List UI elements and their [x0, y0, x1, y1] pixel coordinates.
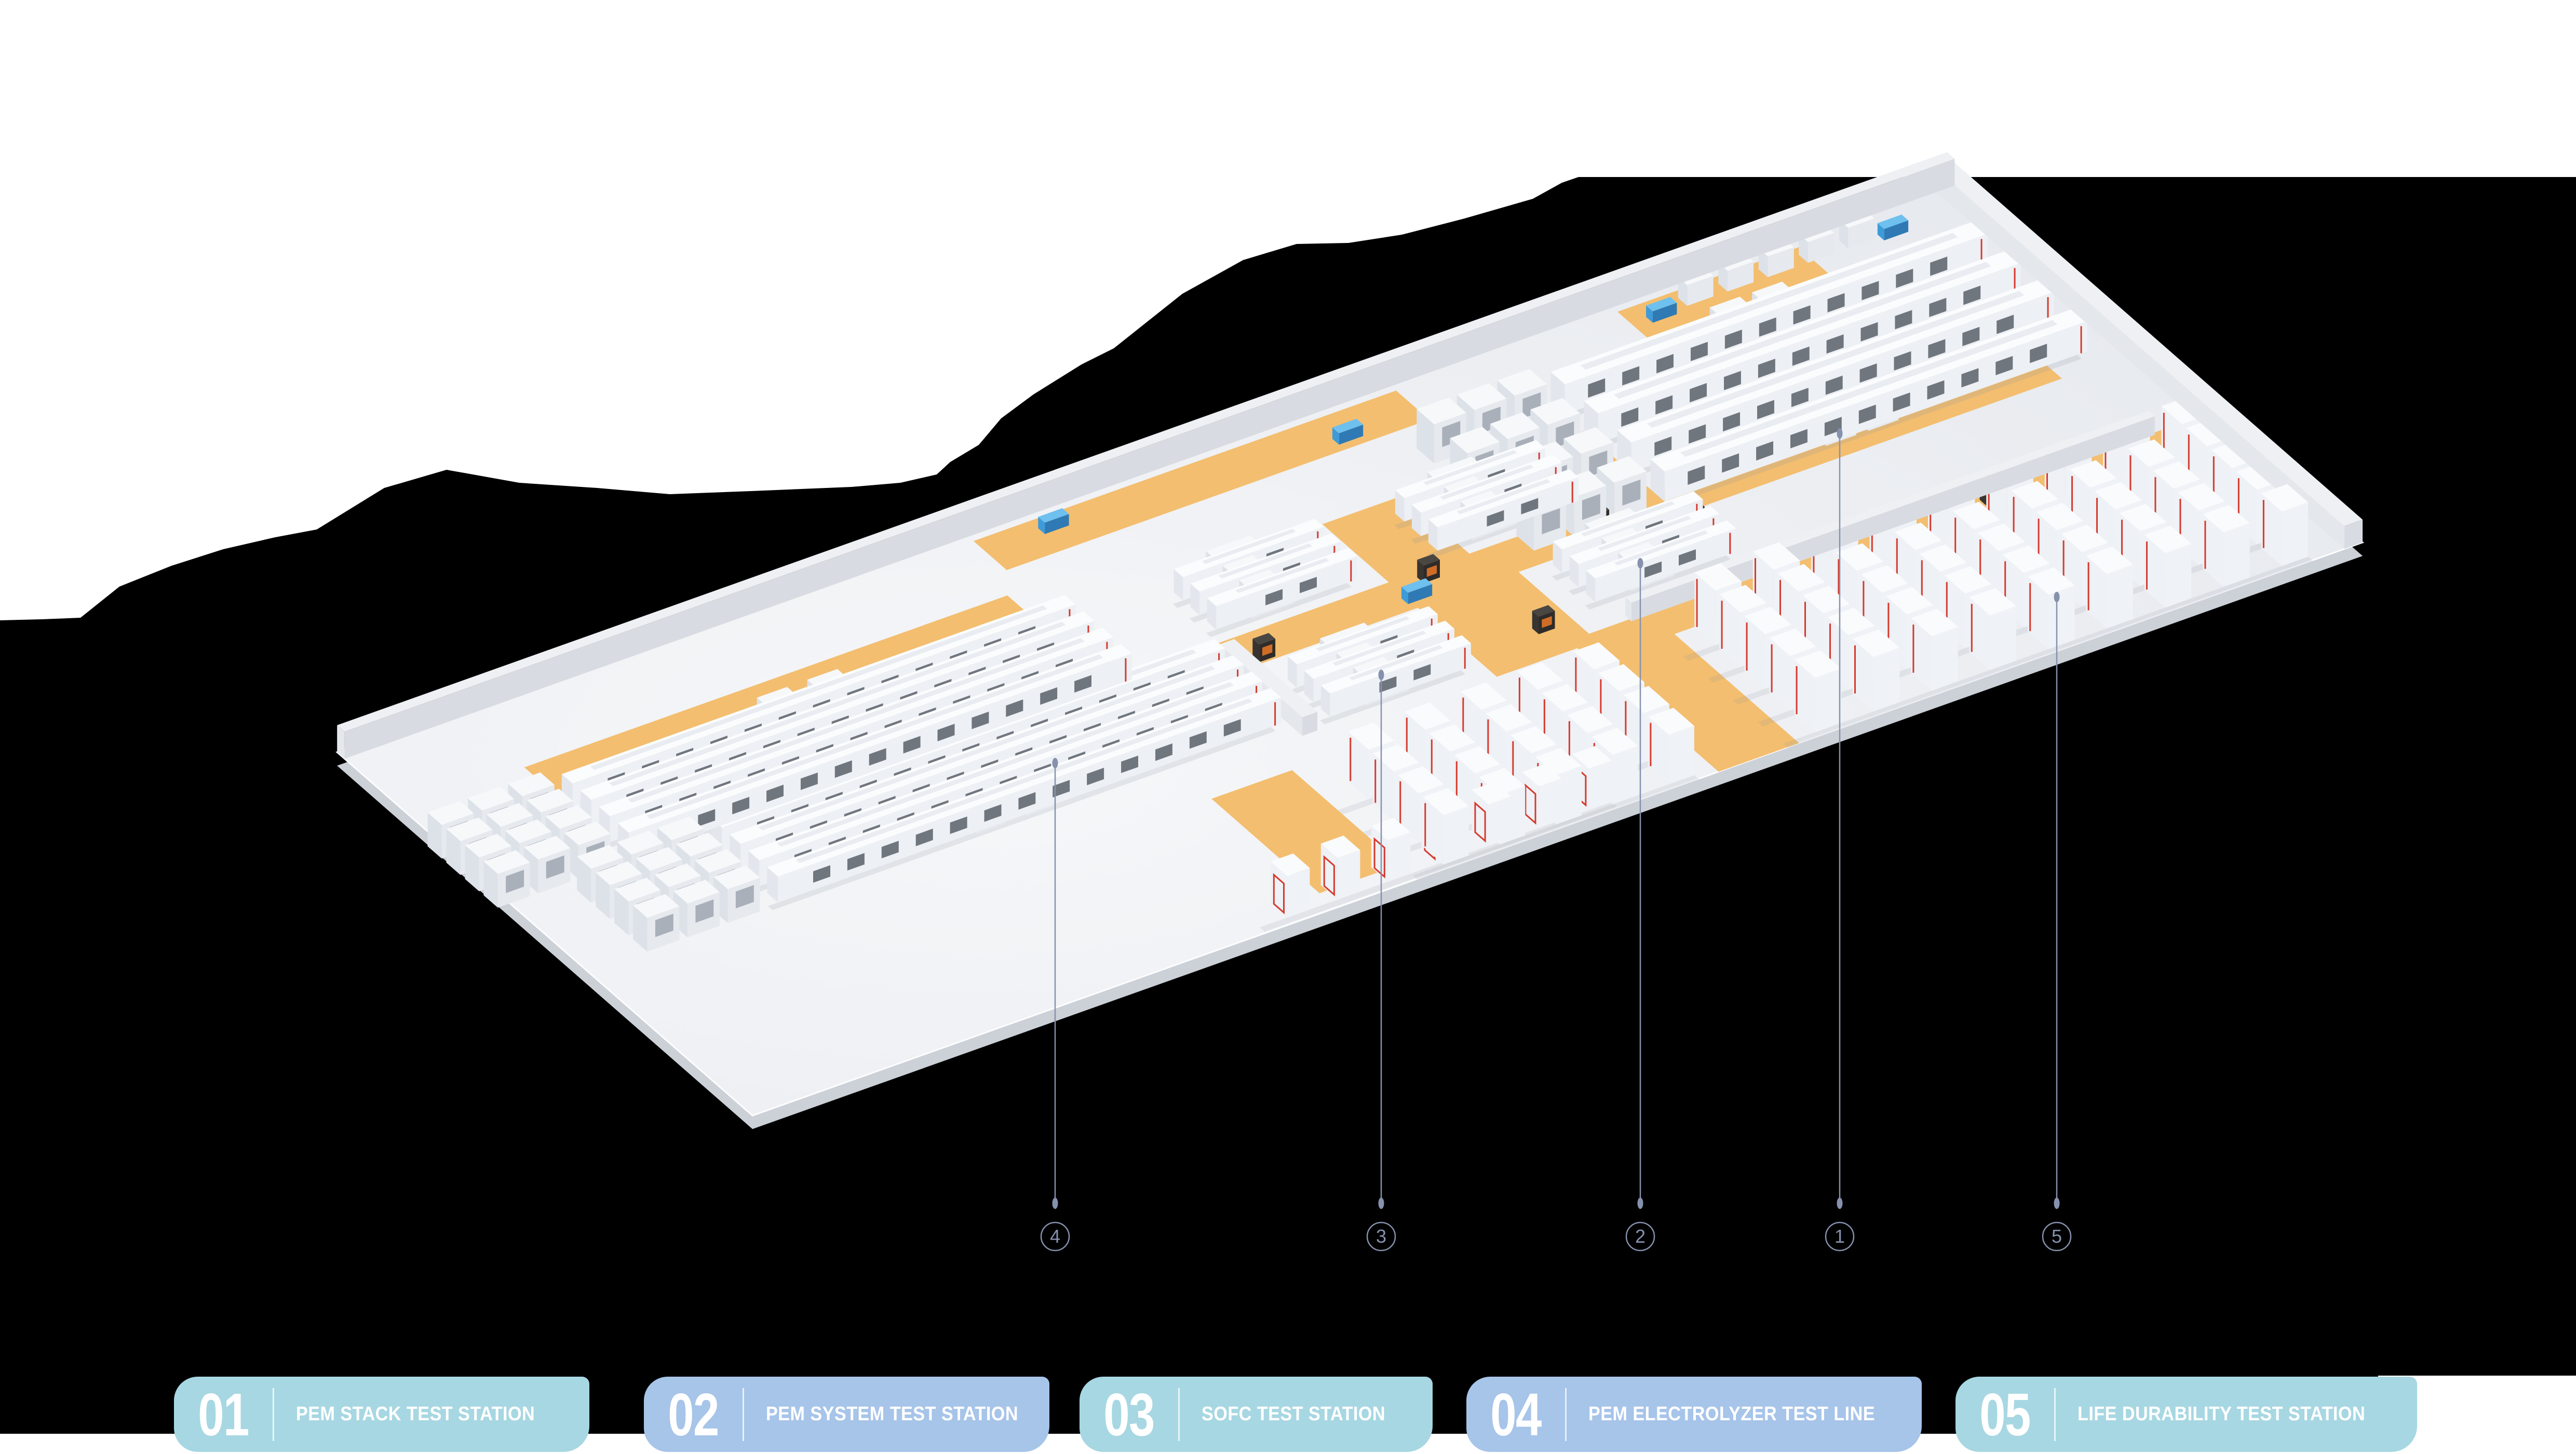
callout-1: 1 — [1825, 428, 1855, 1252]
machines — [337, 152, 2363, 952]
legend-divider — [273, 1388, 274, 1441]
legend-label: PEM STACK TEST STATION — [296, 1403, 535, 1425]
callouts: 4 3 2 1 5 — [1040, 428, 2072, 1252]
legend-divider — [743, 1388, 744, 1441]
legend-label: LIFE DURABILITY TEST STATION — [2078, 1403, 2366, 1425]
callout-number: 5 — [2052, 1226, 2062, 1247]
legend-number: 05 — [1979, 1380, 2031, 1448]
legend-label: PEM SYSTEM TEST STATION — [766, 1403, 1019, 1425]
callout-5: 5 — [2042, 592, 2072, 1252]
legend-item-01: 01 PEM STACK TEST STATION — [174, 1377, 589, 1452]
legend-label: SOFC TEST STATION — [1202, 1403, 1386, 1425]
callout-number: 1 — [1835, 1226, 1845, 1247]
callout-number: 4 — [1050, 1226, 1060, 1247]
legend-item-02: 02 PEM SYSTEM TEST STATION — [644, 1377, 1049, 1452]
legend-divider — [1178, 1388, 1180, 1441]
legend-label: PEM ELECTROLYZER TEST LINE — [1588, 1403, 1875, 1425]
callout-3: 3 — [1366, 670, 1396, 1252]
legend-item-04: 04 PEM ELECTROLYZER TEST LINE — [1466, 1377, 1922, 1452]
legend-number: 03 — [1103, 1380, 1155, 1448]
legend-number: 01 — [198, 1380, 249, 1448]
callout-number: 3 — [1376, 1226, 1386, 1247]
legend-divider — [1565, 1388, 1567, 1441]
legend-number: 04 — [1490, 1380, 1542, 1448]
legend-item-03: 03 SOFC TEST STATION — [1080, 1377, 1433, 1452]
legend-number: 02 — [668, 1380, 719, 1448]
callout-number: 2 — [1635, 1226, 1646, 1247]
callout-4: 4 — [1040, 758, 1070, 1252]
legend-divider — [2054, 1388, 2056, 1441]
legend-item-05: 05 LIFE DURABILITY TEST STATION — [1955, 1377, 2417, 1452]
callout-2: 2 — [1625, 558, 1655, 1252]
